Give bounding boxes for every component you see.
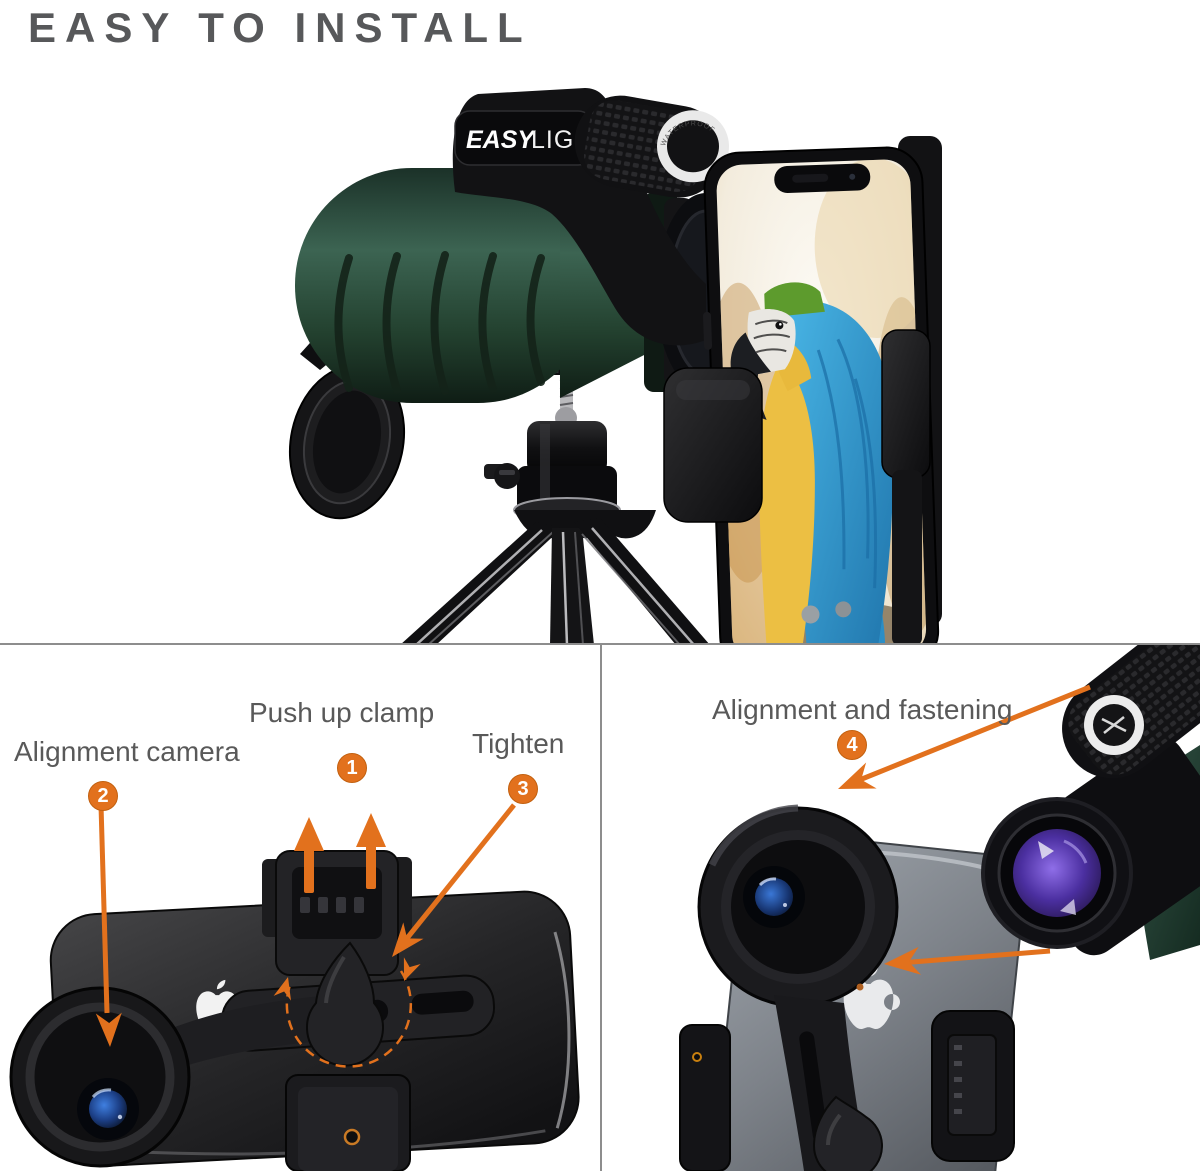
vertical-divider <box>600 645 602 1171</box>
badge-step-1: 1 <box>337 753 367 783</box>
camera-lens <box>743 866 805 928</box>
badge-step-4: 4 <box>837 730 867 760</box>
tripod-legs <box>400 518 710 645</box>
grip-grooves <box>334 251 545 395</box>
thumb-screw-knob <box>812 1095 883 1171</box>
arrow-tighten-icon <box>392 803 516 957</box>
tripod-ball-head <box>484 421 656 539</box>
phone-clamp <box>679 1010 1015 1171</box>
alignment-ring <box>9 986 191 1168</box>
label-alignment-camera: Alignment camera <box>14 736 240 767</box>
arrow-align-top-icon <box>838 684 1091 789</box>
rotate-indicator <box>273 957 421 1068</box>
phone-notch <box>774 163 871 194</box>
bottom-clamp-foot <box>285 1074 411 1171</box>
arrow-align-mid-icon <box>884 946 1051 975</box>
label-push-up-clamp: Push up clamp <box>249 697 435 728</box>
adapter-arm <box>774 995 883 1171</box>
badge-step-3: 3 <box>508 774 538 804</box>
monocular-eyepiece <box>981 645 1200 960</box>
adapter-arm <box>150 995 348 1073</box>
camera-lens <box>77 1078 139 1140</box>
top-mount: EASY LIGHT <box>452 88 706 346</box>
badge-step-2: 2 <box>88 781 118 811</box>
brand-text-easy: EASY <box>466 126 536 154</box>
eyepiece-lens <box>981 797 1133 949</box>
phone-clamp <box>663 329 931 645</box>
alignment-ring <box>697 804 899 1008</box>
label-alignment-fastening: Alignment and fastening <box>712 694 1013 725</box>
tripod <box>400 348 710 645</box>
panel-alignment-fastening <box>679 645 1200 1171</box>
monocular: EASY LIGHT WATERPROOF <box>295 88 756 403</box>
eyepiece-cap-badge: WATERPROOF <box>657 110 730 183</box>
tripod-adjust-knob <box>484 463 520 489</box>
page-title: EASY TO INSTALL <box>28 4 532 51</box>
panel-top-view-steps <box>9 803 580 1171</box>
smartphone <box>702 146 940 645</box>
label-tighten: Tighten <box>472 728 565 759</box>
main-product-photo: EASY LIGHT WATERPROOF <box>288 88 942 645</box>
eyepiece-cap-badge <box>1084 695 1144 755</box>
focus-barrel: WATERPROOF <box>574 95 730 198</box>
arrow-alignment-camera-icon <box>95 804 122 1047</box>
horizontal-divider <box>0 643 1200 645</box>
arrow-push-up-icon <box>294 813 386 893</box>
